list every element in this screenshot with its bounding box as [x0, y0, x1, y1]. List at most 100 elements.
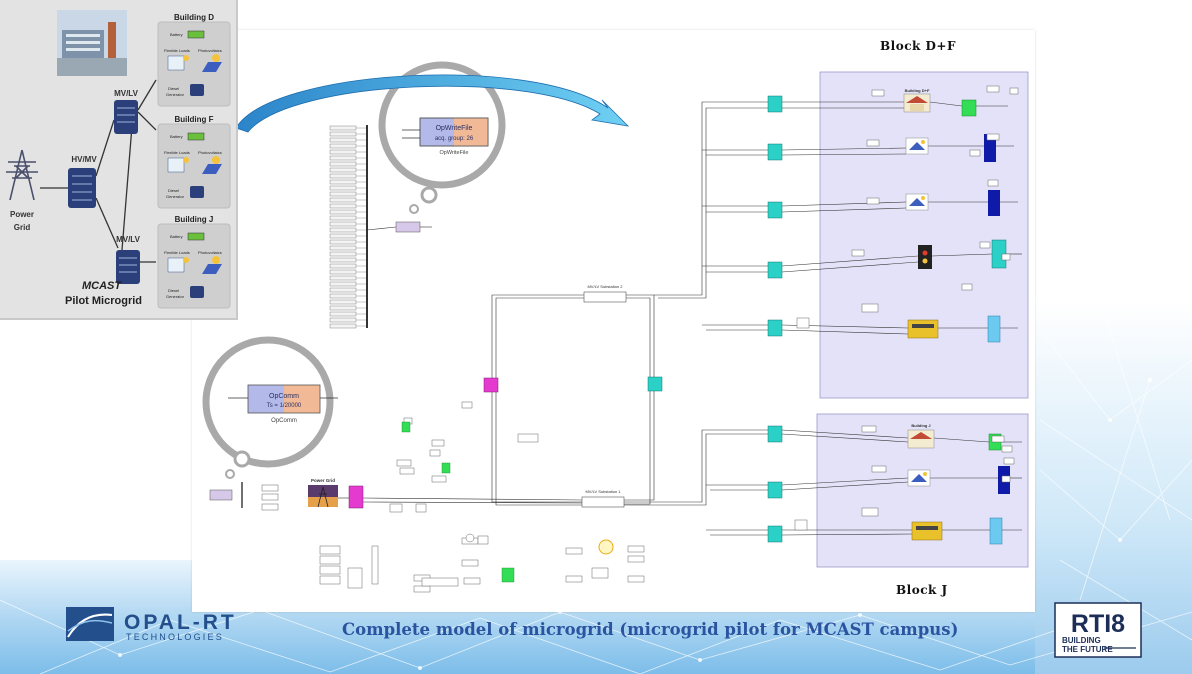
misc-block [1001, 253, 1011, 261]
misc-block [627, 555, 645, 563]
diesel-generator-icon [190, 286, 204, 298]
misc-blocks [261, 85, 1019, 593]
building-j-house [907, 429, 935, 449]
mcast-label: MCAST [82, 280, 122, 292]
misc-block [517, 433, 539, 443]
signal-row [329, 269, 357, 275]
misc-block [851, 249, 865, 257]
battery-icon [187, 30, 205, 39]
sun-icon [212, 54, 220, 62]
df-navy-block-1 [984, 134, 996, 162]
misc-block [627, 545, 645, 553]
cyan-bus-block [767, 95, 783, 113]
building-card-bg [157, 123, 231, 209]
hv-mv-transformer-icon [68, 168, 96, 208]
opcomm-small [209, 489, 233, 501]
feeder-wires [338, 101, 1022, 536]
misc-block [986, 85, 1000, 93]
wire [781, 207, 907, 213]
misc-block [319, 545, 341, 555]
wire [781, 147, 907, 151]
wire [781, 153, 907, 156]
wire [362, 497, 583, 501]
signal-row [329, 281, 357, 287]
misc-block [871, 465, 887, 473]
green-scope-3 [501, 567, 515, 583]
wire [624, 391, 651, 505]
diesel-generator-label: Diesel [168, 288, 179, 293]
misc-block [431, 439, 445, 447]
signal-row [329, 227, 357, 233]
misc-block [1003, 457, 1015, 465]
misc-block [1009, 87, 1019, 95]
flexible-loads-label: Flexible Loads [164, 250, 190, 255]
wire [491, 392, 582, 503]
df-pv-2 [905, 193, 929, 211]
misc-block [463, 577, 481, 585]
cyan-bus-blocks [767, 95, 783, 543]
rti8-logo: RTI8 BUILDING THE FUTURE [1054, 602, 1144, 658]
signal-row [329, 179, 357, 185]
photovoltaics-label: Photovoltaics [198, 150, 222, 155]
wire [624, 391, 655, 501]
wire [626, 297, 651, 377]
mcast-microgrid-inset: Power Grid HV/MV MV/LV MV/LV MCAST Pilot… [0, 0, 238, 320]
transition-arrow [235, 74, 630, 133]
flexible-loads-icon [167, 55, 185, 71]
df-pv-1 [905, 137, 929, 155]
j-diesel-generator [911, 521, 943, 541]
signal-row [329, 251, 357, 257]
simulink-model-canvas: MV/LV Substation 2 MV/LV Substation 1 Bu… [192, 30, 1035, 612]
hv-mv-label: HV/MV [71, 155, 97, 164]
misc-block [319, 565, 341, 575]
signal-row [329, 149, 357, 155]
misc-block [871, 89, 885, 97]
substation-2-label: MV/LV Substation 2 [587, 284, 623, 289]
wire [929, 101, 963, 107]
j-pv [907, 469, 931, 487]
signal-row [329, 287, 357, 293]
wire [495, 297, 584, 385]
wire [781, 477, 909, 486]
cyan-bus-block [767, 425, 783, 443]
misc-block [421, 577, 459, 587]
misc-block [794, 519, 808, 531]
opwritefile-sub: acq. group: 26 [435, 136, 474, 142]
wire [624, 429, 768, 503]
misc-block [1001, 475, 1011, 483]
signal-row [329, 305, 357, 311]
df-light-blue-block [987, 315, 1001, 343]
magenta-grid-block [348, 485, 364, 509]
wire [654, 101, 768, 296]
misc-block [347, 567, 363, 589]
df-navy-block-2 [988, 190, 1000, 216]
diesel-generator-icon [190, 84, 204, 96]
rti-logo-line1: BUILDING [1062, 636, 1101, 645]
signal-row [329, 221, 357, 227]
signal-row [329, 209, 357, 215]
misc-block [413, 585, 431, 593]
power-grid-block [308, 485, 338, 508]
cyan-bus-block [767, 201, 783, 219]
green-scope-2 [441, 462, 451, 474]
misc-block [389, 503, 403, 513]
misc-block [261, 503, 279, 511]
mv-lv-bottom-label: MV/LV [116, 235, 141, 244]
mv-lv-top-label: MV/LV [114, 89, 139, 98]
signal-list [329, 125, 367, 329]
opal-logo-bottom: TECHNOLOGIES [126, 632, 224, 642]
signal-row [329, 257, 357, 263]
misc-block [987, 179, 999, 187]
misc-block [627, 575, 645, 583]
signal-row [329, 161, 357, 167]
building-card-bg [157, 223, 231, 309]
diesel-generator-icon [190, 186, 204, 198]
pv-panel-icon [202, 164, 222, 174]
bulb-icon [183, 55, 189, 61]
diesel-generator-label-2: Generator [166, 194, 185, 199]
substation-2-block [583, 291, 627, 303]
misc-block [461, 401, 473, 409]
